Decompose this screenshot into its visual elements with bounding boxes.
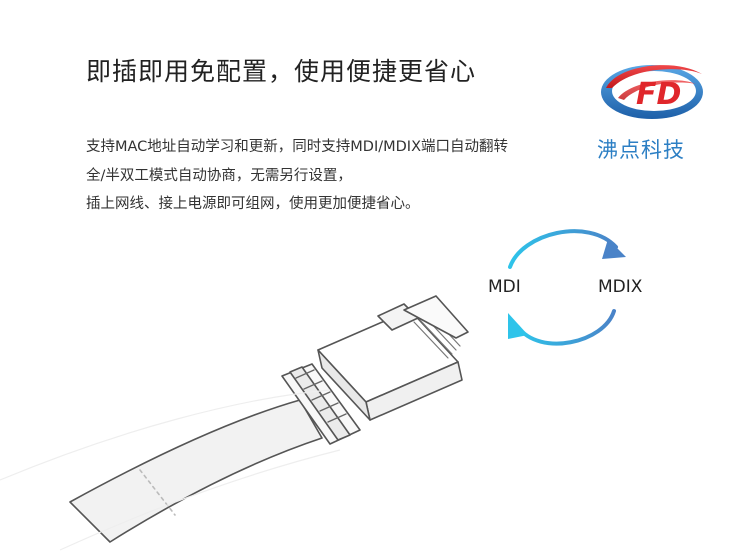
mdi-mdix-cycle-icon [508,229,626,346]
description-line-3: 插上网线、接上电源即可组网，使用更加便捷省心。 [86,196,420,212]
brand-logo-icon: FD [601,65,703,119]
description-line-2: 全/半双工模式自动协商，无需另行设置， [86,167,352,184]
arrow-right-head [602,239,626,259]
headline: 即插即用免配置，使用便捷更省心 [86,57,477,86]
description-line-1: 支持MAC地址自动学习和更新，同时支持MDI/MDIX端口自动翻转 [86,139,509,155]
logo-letters: FD [636,77,681,112]
mdi-label: MDI [488,277,521,297]
arrow-left-head [508,313,528,339]
brand-name: 沸点科技 [597,138,685,162]
ethernet-cable-rj45-icon [0,295,469,551]
feature-description: 支持MAC地址自动学习和更新，同时支持MDI/MDIX端口自动翻转 全/半双工模… [86,133,508,219]
mdix-label: MDIX [598,277,643,297]
